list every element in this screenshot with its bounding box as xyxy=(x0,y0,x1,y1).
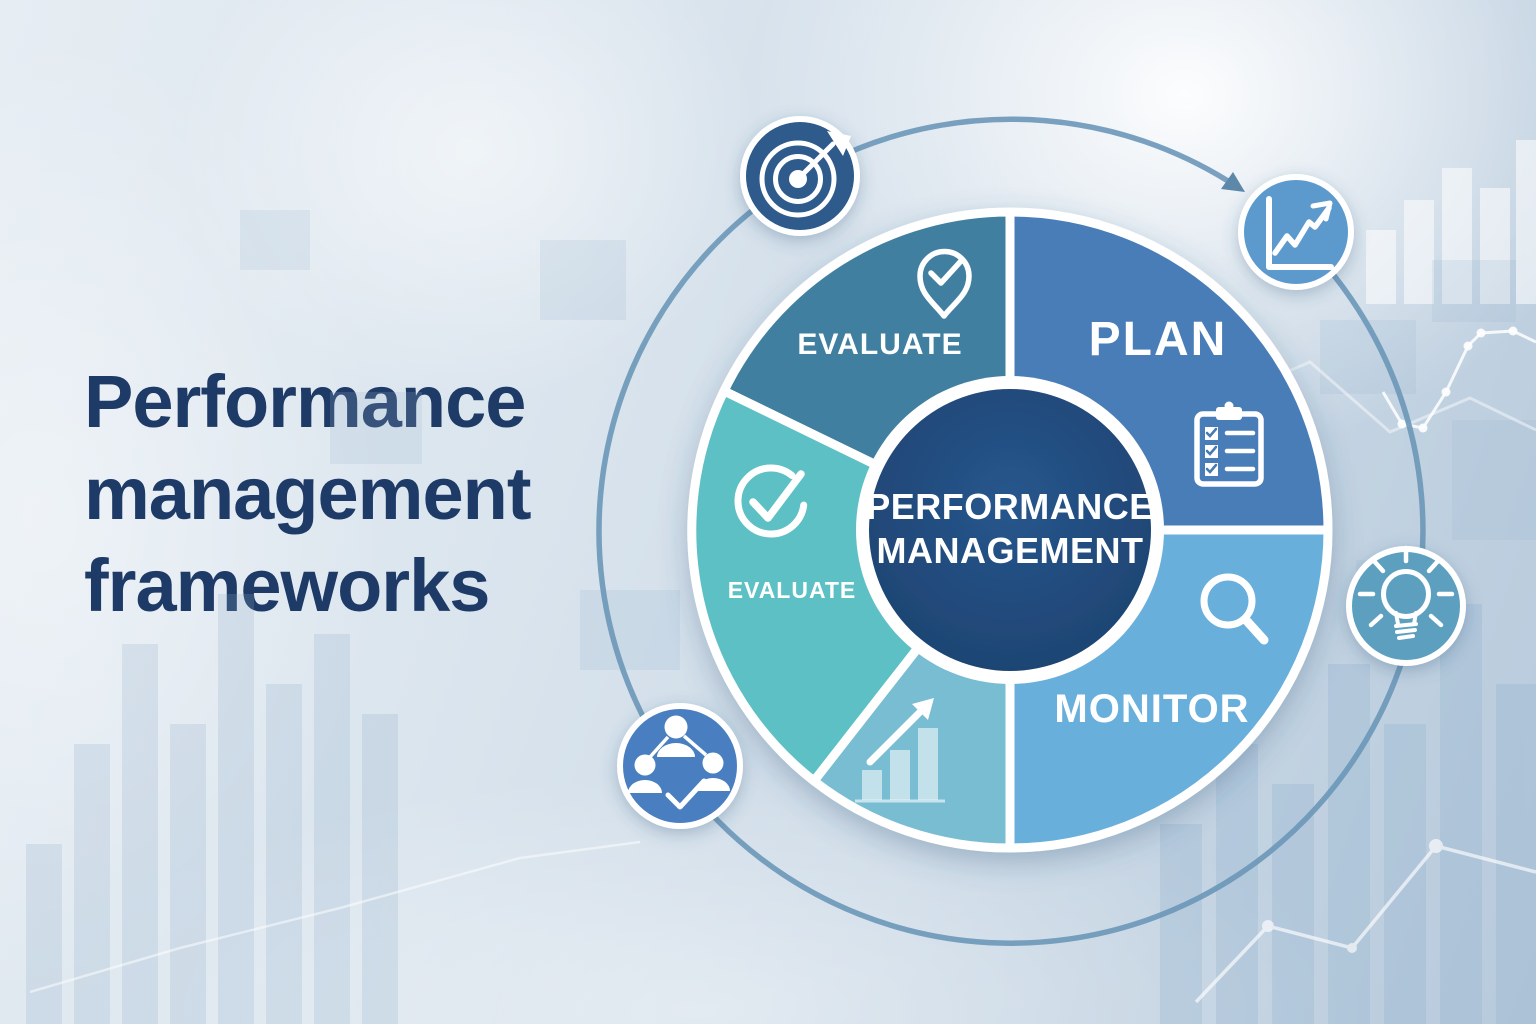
pin-check-icon xyxy=(917,248,972,319)
lightbulb-icon xyxy=(1357,545,1455,640)
satellite-team xyxy=(617,703,743,829)
satellite-idea xyxy=(1346,545,1466,666)
target-icon xyxy=(759,131,851,218)
title-line-3: frameworks xyxy=(84,544,490,627)
hub-label-line1: PERFORMANCE xyxy=(866,486,1154,527)
segment-label-monitor: MONITOR xyxy=(1054,687,1249,731)
growth-bars-arrow-icon xyxy=(855,698,945,803)
magnifier-icon xyxy=(1200,573,1269,645)
performance-wheel: EVALUATE PLAN EVALUATE MONITOR xyxy=(687,207,1333,853)
segment-label-plan: PLAN xyxy=(1089,313,1228,366)
satellite-chart xyxy=(1238,174,1354,290)
circle-check-icon xyxy=(734,464,808,538)
hub-circle xyxy=(869,389,1151,671)
background-bar-chart-topright xyxy=(1366,140,1536,304)
background-trend-line-bottomleft xyxy=(29,840,641,994)
orbit-arrowhead-icon xyxy=(1221,172,1245,192)
background-network-graph-bottomright xyxy=(1194,839,1536,1004)
title-line-1: Performance xyxy=(84,360,526,443)
background-bar-chart-left xyxy=(26,594,398,1024)
page-title: Performance management frameworks xyxy=(84,356,531,632)
segment-label-evaluate-top: EVALUATE xyxy=(797,328,962,361)
segment-label-evaluate-left: EVALUATE xyxy=(728,577,857,603)
clipboard-checklist-icon xyxy=(1194,401,1264,487)
title-line-2: management xyxy=(84,452,531,535)
satellite-target xyxy=(740,116,860,236)
background-network-nodes-right xyxy=(1397,326,1518,433)
segment-evaluate-left xyxy=(687,386,1015,786)
line-chart-icon xyxy=(1266,196,1334,270)
team-network-icon xyxy=(628,715,730,810)
hub-label-line2: MANAGEMENT xyxy=(877,530,1144,571)
